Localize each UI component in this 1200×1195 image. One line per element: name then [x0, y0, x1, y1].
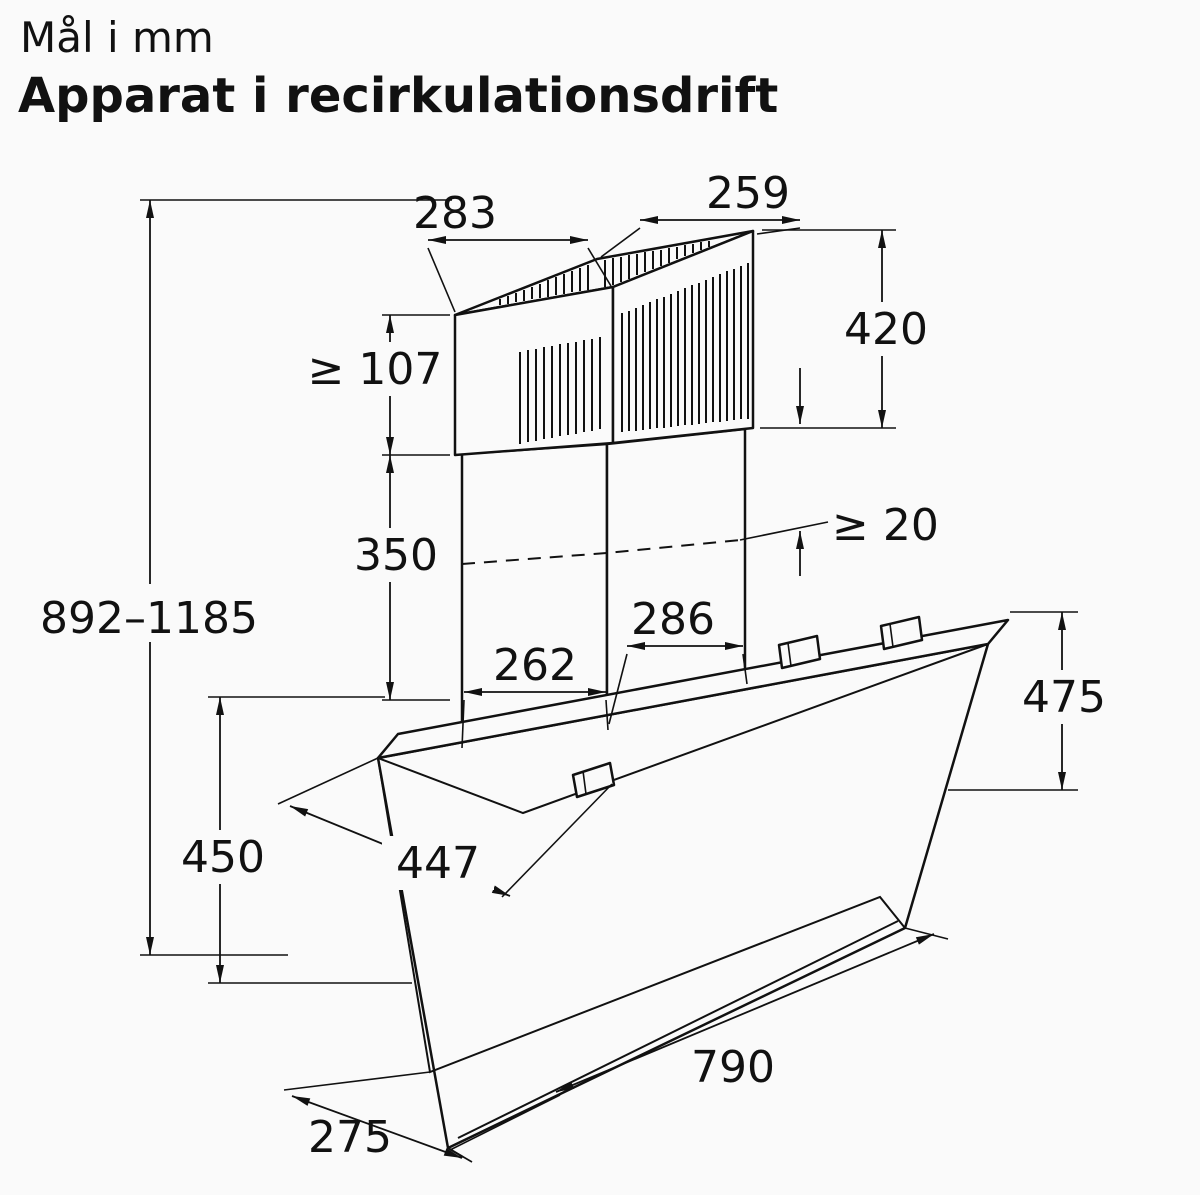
dimensions-group: 892–1185 ≥ 107 350 283: [28, 168, 1120, 1163]
dim-label-body-left-height: 450: [181, 832, 265, 883]
mounting-clip: [879, 615, 924, 651]
dim-duct-base-width: 262: [461, 640, 609, 749]
dim-duct-top-depth: 259: [600, 168, 801, 258]
duct-opening-hatch: [604, 241, 710, 287]
vent-slots-front: [519, 337, 601, 444]
dim-label-duct-overlap: ≥ 20: [832, 500, 939, 551]
dim-label-duct-base-depth: 286: [631, 594, 715, 645]
dim-label-clearance-top: ≥ 107: [308, 344, 443, 395]
dim-hood-width: 790: [449, 927, 949, 1151]
dim-label-screen-right-height: 475: [1022, 672, 1106, 723]
dim-label-hood-bottom-depth: 275: [308, 1112, 392, 1163]
mounting-clip: [571, 761, 616, 799]
dim-duct-base-depth: 286: [608, 594, 748, 725]
dim-label-hood-width: 790: [691, 1042, 775, 1093]
dim-duct-top-width: 283: [413, 188, 612, 313]
duct-upper-front: [453, 285, 615, 457]
dim-duct-overlap: ≥ 20: [739, 368, 939, 576]
duct-opening-hatch-left: [499, 265, 589, 305]
dim-label-duct-top-width: 283: [413, 188, 497, 239]
dim-label-lower-duct-height: 350: [354, 530, 438, 581]
page-title: Apparat i recirkulationsdrift: [18, 68, 778, 124]
dim-label-duct-base-width: 262: [493, 640, 577, 691]
chimney-group: [453, 229, 755, 758]
duct-telescope-dashed-line: [461, 539, 741, 565]
mounting-clip: [777, 634, 822, 670]
duct-upper-side: [611, 229, 755, 445]
dim-screen-right-height: 475: [948, 611, 1120, 791]
dim-body-left-height: 450: [167, 696, 412, 984]
dim-label-canopy-depth: 447: [396, 838, 480, 889]
dim-label-upper-duct-height: 420: [844, 304, 928, 355]
dim-total-height: 892–1185: [28, 199, 452, 956]
canopy-edge: [377, 643, 989, 815]
top-plate: [376, 618, 1010, 760]
dim-label-duct-top-depth: 259: [706, 168, 790, 219]
dim-clearance-top: ≥ 107: [302, 314, 450, 456]
dim-upper-duct-height: 420: [760, 229, 942, 429]
dim-lower-duct-height: 350: [340, 455, 452, 701]
dim-hood-bottom-depth: 275: [283, 1071, 473, 1163]
dim-canopy-depth: 447: [277, 757, 613, 898]
dim-label-total-height: 892–1185: [40, 593, 258, 644]
page-subtitle: Mål i mm: [20, 13, 214, 62]
vent-slots-side: [621, 263, 749, 432]
